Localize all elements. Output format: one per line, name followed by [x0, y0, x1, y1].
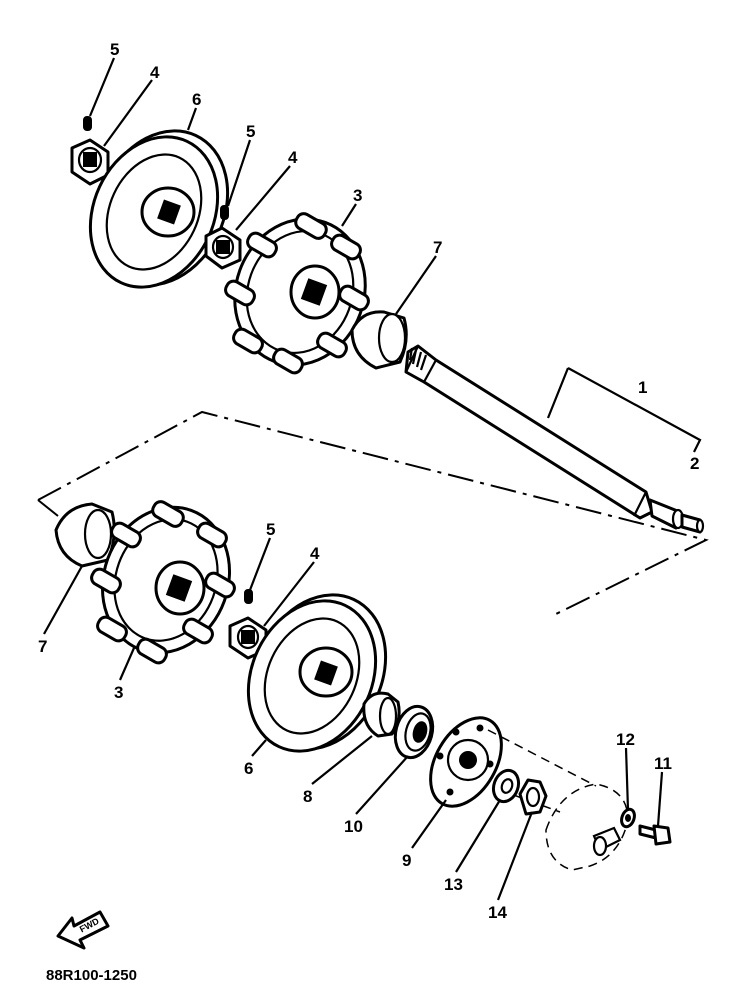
label-9: 9 [402, 851, 411, 870]
leader-lines [43, 57, 664, 901]
label-5-a: 5 [110, 40, 119, 59]
leader-1-bracket [546, 367, 702, 453]
part-4-collar-upper [70, 138, 110, 186]
part-4-collar-middle [204, 226, 242, 270]
part-12-lock-washer [620, 807, 636, 829]
assembly-boundary-line [37, 410, 709, 615]
label-4-c: 4 [310, 544, 320, 563]
part-7-bushing-upper [350, 310, 408, 370]
label-8: 8 [303, 787, 312, 806]
part-8-spacer [362, 691, 401, 738]
bearing-housing-reference [545, 783, 629, 871]
label-4-a: 4 [150, 63, 160, 82]
part-4-collar-lower [228, 616, 268, 660]
callout-labels: 5 4 6 5 4 3 7 1 2 5 4 7 3 6 8 10 9 12 11… [38, 40, 699, 922]
label-5-c: 5 [266, 520, 275, 539]
figure-code: 88R100-1250 [46, 967, 137, 984]
part-5-key-upper [83, 116, 92, 131]
label-1: 1 [638, 378, 647, 397]
part-3-sprocket-upper [224, 212, 370, 375]
label-3-b: 3 [114, 683, 123, 702]
part-1-drive-shaft [404, 344, 685, 530]
label-10: 10 [344, 817, 363, 836]
part-5-key-middle [220, 205, 229, 220]
label-6-a: 6 [192, 90, 201, 109]
part-7-bushing-lower [54, 502, 116, 568]
label-11: 11 [654, 754, 672, 773]
label-12: 12 [616, 730, 635, 749]
part-11-bolt [638, 824, 672, 846]
label-3-a: 3 [353, 186, 362, 205]
fwd-arrow-icon: FWD [56, 910, 110, 950]
part-14-nut [518, 778, 548, 816]
part-10-bearing [393, 704, 435, 760]
label-2: 2 [690, 454, 699, 473]
part-5-key-lower [244, 589, 253, 604]
label-7-b: 7 [38, 637, 47, 656]
label-5-b: 5 [246, 122, 255, 141]
label-6-b: 6 [244, 759, 253, 778]
label-4-b: 4 [288, 148, 298, 167]
part-3-sprocket-lower [90, 500, 236, 665]
part-2-pin [680, 513, 705, 534]
part-9-flange-plate [429, 716, 503, 808]
label-13: 13 [444, 875, 463, 894]
part-6-wheel-lower [246, 593, 388, 753]
label-7-a: 7 [433, 238, 442, 257]
label-14: 14 [488, 903, 507, 922]
